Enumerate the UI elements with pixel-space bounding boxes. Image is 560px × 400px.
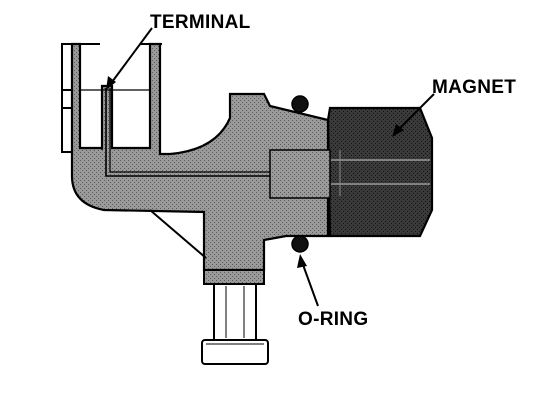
mounting-stem — [201, 269, 269, 365]
o-ring-bottom — [291, 235, 309, 253]
magnet-leader — [392, 93, 435, 137]
o-ring-top — [291, 95, 309, 113]
o-ring-label: O-RING — [298, 309, 369, 330]
magnet-label: MAGNET — [432, 77, 517, 98]
connector-cavity — [80, 86, 150, 150]
terminal-wire — [105, 88, 330, 177]
magnet-core-lines — [330, 150, 430, 196]
body-support-line — [149, 209, 207, 259]
magnet-shaft — [269, 149, 331, 199]
oring-leader — [297, 254, 319, 307]
terminal-leader — [106, 27, 153, 90]
terminal-label: TERMINAL — [150, 12, 251, 33]
magnet — [326, 106, 434, 238]
sensor-body — [70, 42, 330, 272]
